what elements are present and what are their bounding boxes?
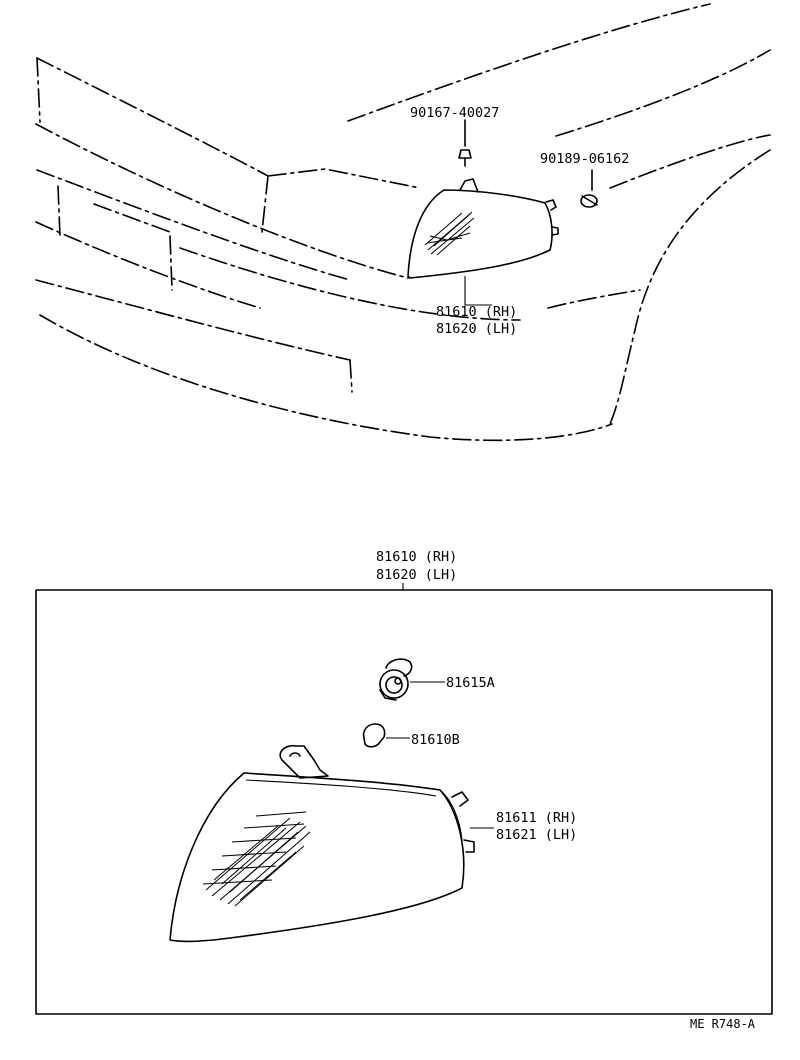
detail-frame	[35, 589, 773, 1015]
lamp-part-lh-label: 81620 (LH)	[436, 321, 517, 337]
socket-part-label-detail: 81615A	[446, 675, 495, 691]
corner-lamp-installed	[407, 178, 559, 279]
lens-part-rh-label: 81611 (RH)	[496, 810, 577, 826]
lens-part-lh-label: 81621 (LH)	[496, 827, 577, 843]
socket-part-label: 90189-06162	[540, 151, 629, 167]
lamp-lens	[169, 744, 494, 943]
vehicle-body-outline	[35, 3, 771, 442]
bulb-part-label: 81610B	[411, 732, 460, 748]
assembly-part-rh-label: 81610 (RH)	[376, 549, 457, 565]
reference-code: ME R748-A	[690, 1017, 756, 1031]
lamp-leader-line	[464, 276, 492, 306]
socket-part	[580, 169, 598, 208]
bolt-part	[458, 119, 472, 167]
assembly-part-lh-label: 81620 (LH)	[376, 567, 457, 583]
lamp-part-rh-label: 81610 (RH)	[436, 304, 517, 320]
lamp-bulb	[362, 723, 410, 748]
lamp-socket	[379, 658, 445, 701]
bolt-part-label: 90167-40027	[410, 105, 499, 121]
